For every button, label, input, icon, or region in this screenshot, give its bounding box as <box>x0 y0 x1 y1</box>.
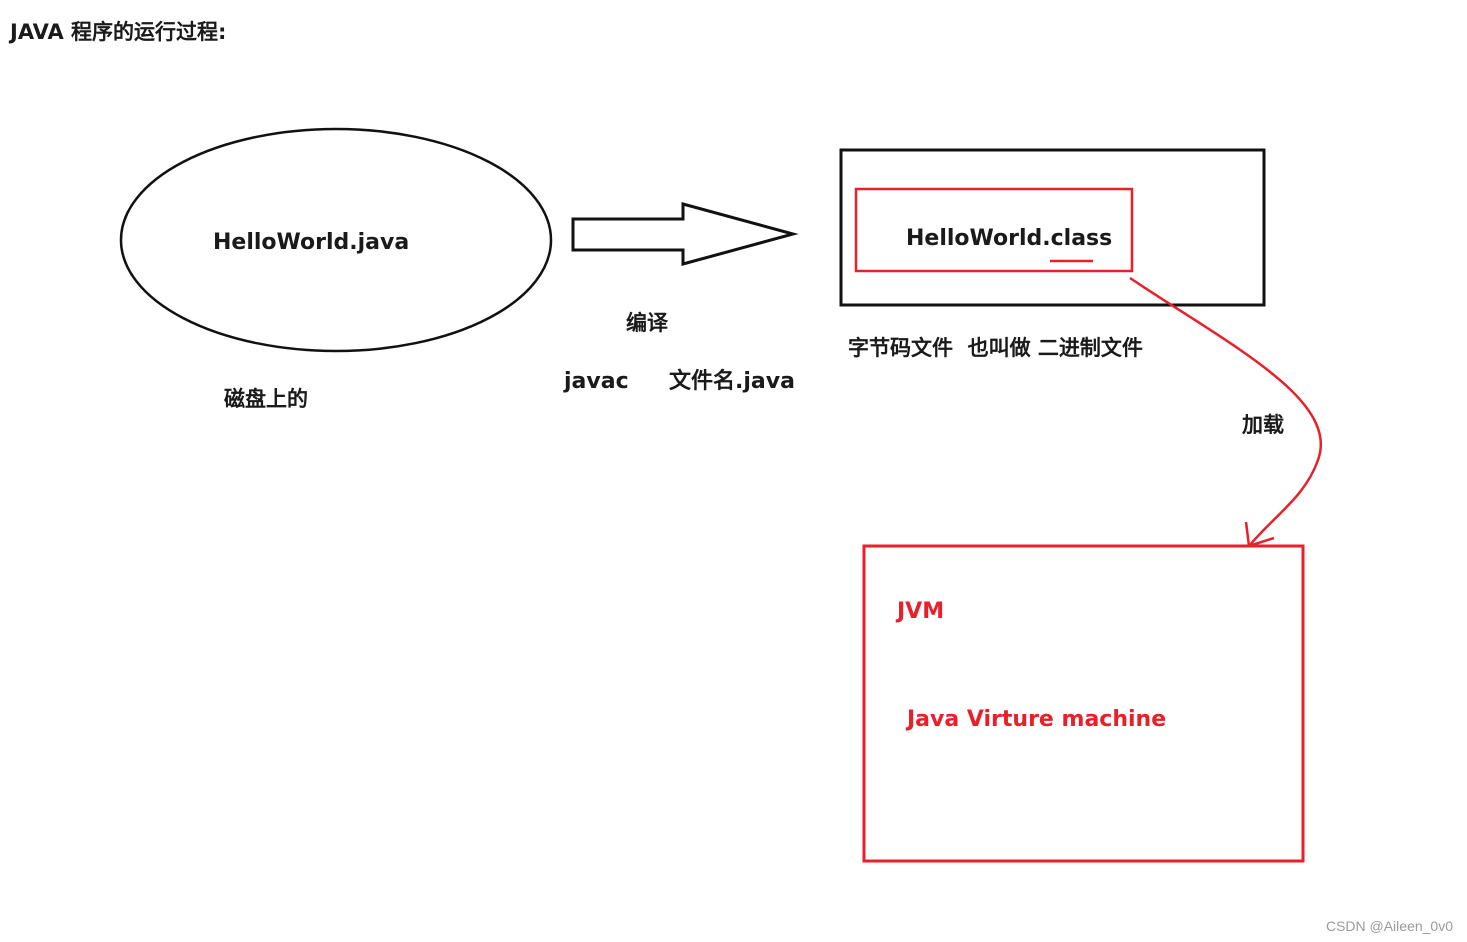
class-file-highlight <box>854 187 1134 273</box>
jvm-box <box>862 544 1305 863</box>
jvm-full-name: Java Virture machine <box>907 707 1167 732</box>
compile-command-arg: 文件名.java <box>669 369 795 394</box>
page-title: JAVA 程序的运行过程: <box>10 20 227 44</box>
load-label: 加载 <box>1242 413 1284 437</box>
compile-command: javac <box>564 369 629 394</box>
jvm-label: JVM <box>897 599 945 624</box>
load-arrow <box>1129 276 1322 546</box>
source-file-label: HelloWorld.java <box>213 230 410 255</box>
class-file-box <box>839 148 1266 307</box>
watermark: CSDN @Aileen_0v0 <box>1325 918 1453 934</box>
class-file-caption: 字节码文件 也叫做 二进制文件 <box>848 336 1143 360</box>
compile-arrow <box>571 202 799 266</box>
compile-label: 编译 <box>626 311 668 335</box>
source-file-caption: 磁盘上的 <box>224 387 308 411</box>
source-file-ellipse <box>119 127 553 353</box>
class-file-label: HelloWorld.class <box>906 226 1113 251</box>
